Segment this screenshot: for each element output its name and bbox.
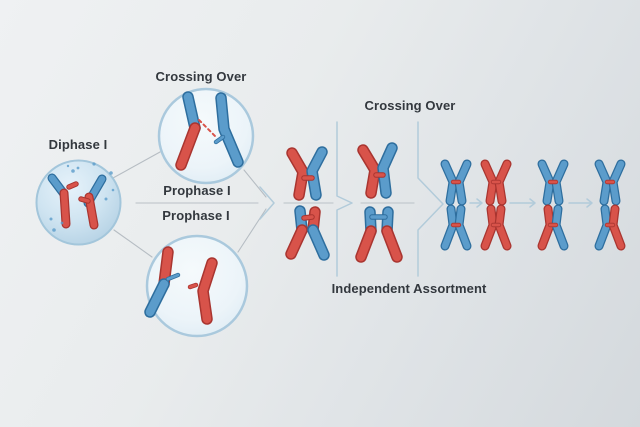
right-arrow-1	[469, 198, 483, 208]
prophase-arrow	[135, 186, 275, 220]
tetrad-group-1	[285, 146, 330, 261]
tetrad-group-2	[355, 142, 403, 263]
chromosome-pair-column-1	[440, 159, 472, 251]
chromosome-pair-column-2	[480, 159, 512, 251]
recombination-zoom-circle	[144, 234, 249, 338]
crossing-over-zoom-circle	[157, 87, 255, 185]
right-arrow-3	[568, 198, 593, 208]
label-crossing-over-top: Crossing Over	[155, 69, 247, 84]
cell-fragments	[49, 162, 115, 232]
chromosome-pair-column-3	[537, 159, 569, 251]
label-diphase: Diphase I	[48, 137, 108, 152]
assortment-columns	[440, 159, 626, 251]
stage-separator-2	[360, 121, 444, 277]
chromosome-pair-column-4	[594, 159, 626, 251]
label-prophase-upper: Prophase I	[163, 183, 231, 198]
label-prophase-lower: Prophase I	[162, 208, 230, 223]
diphase-cell	[35, 159, 122, 246]
connector-lines	[112, 151, 267, 258]
stage-separator-1	[283, 121, 353, 277]
label-crossing-over-right: Crossing Over	[364, 98, 456, 113]
right-arrow-2	[509, 198, 536, 208]
label-independent-assortment: Independent Assortment	[331, 281, 487, 296]
crossover-exchange-dashes	[198, 119, 216, 137]
